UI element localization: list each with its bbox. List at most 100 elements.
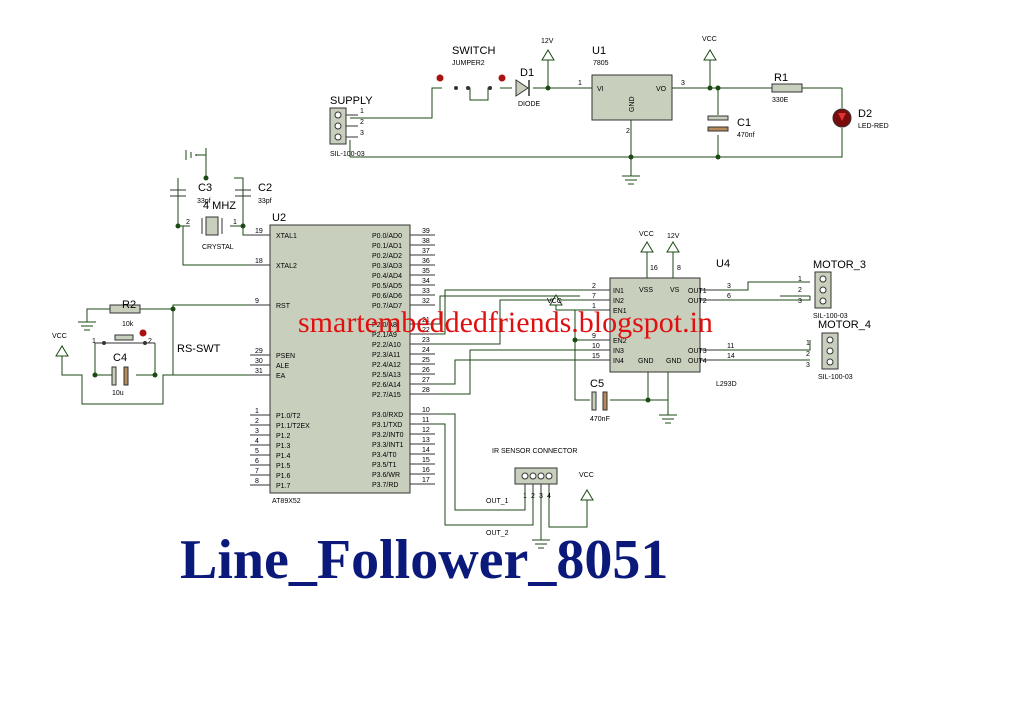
u4-left-pin-num: 2 — [592, 283, 596, 290]
u2-right-pin-num: 11 — [422, 417, 429, 424]
u4-pin8: 8 — [677, 265, 681, 272]
capacitor-c3: C3 33pf — [170, 182, 212, 205]
u2-right-pin-name: P3.0/RXD — [372, 412, 403, 419]
u2-left-pin-num: 29 — [255, 348, 263, 355]
u4-left-pin-num: 9 — [592, 333, 596, 340]
u2-right-pin-name: P2.5/A13 — [372, 372, 401, 379]
motor4-pin-3: 3 — [806, 362, 810, 369]
u1-pin-gnd: GND — [629, 96, 636, 112]
u2-right-pin-num: 32 — [422, 298, 430, 305]
u2-right-pin-num: 37 — [422, 248, 430, 255]
u2-right-pin-num: 26 — [422, 367, 430, 374]
power-vcc-top: VCC — [702, 36, 717, 61]
u2-right-pin-name: P2.4/A12 — [372, 362, 401, 369]
u4-right-pin-name: OUT4 — [688, 358, 707, 365]
supply-label: SUPPLY — [330, 95, 373, 107]
u2-right-pin-num: 27 — [422, 377, 430, 384]
u4-gnd-1: GND — [638, 358, 654, 365]
u4-right-pin-name: OUT2 — [688, 298, 707, 305]
u2-left-pin-num: 19 — [255, 228, 263, 235]
capacitor-c1: C1 470nf — [707, 115, 755, 139]
u2-right-pin-name: P3.4/T0 — [372, 452, 397, 459]
u4-left-pin-name: EN1 — [613, 308, 627, 315]
ir-label: IR SENSOR CONNECTOR — [492, 448, 577, 455]
reset-switch-p2: 2 — [148, 338, 152, 345]
motor3-part: SIL-100-03 — [813, 313, 848, 320]
c3-value: 33pf — [197, 198, 211, 205]
ir-sensor-connector: IR SENSOR CONNECTOR 1 2 3 4 OUT_1 OUT_2 — [486, 448, 577, 537]
r2-ref: R2 — [122, 299, 136, 311]
u4-left-pin-name: EN2 — [613, 338, 627, 345]
u2-right-pin-name: P3.7/RD — [372, 482, 398, 489]
u2-left-pin-name: P1.1/T2EX — [276, 423, 310, 430]
u2-left-pin-num: 4 — [255, 438, 259, 445]
u1-n2: 2 — [626, 128, 630, 135]
u2-right-pin-num: 25 — [422, 357, 430, 364]
motor4-pin-1: 1 — [806, 340, 810, 347]
watermark-text: smartembeddedfriends.blogspot.in — [298, 306, 713, 339]
power-12v-u4: 12V — [666, 233, 680, 278]
power-vcc-u4-left: VCC — [547, 294, 563, 306]
c4-ref: C4 — [113, 352, 127, 364]
c3-ref: C3 — [198, 182, 212, 194]
led-d2: D2 LED-RED — [832, 108, 889, 130]
u2-left-pin-name: XTAL1 — [276, 233, 297, 240]
reset-switch-label: RS-SWT — [177, 343, 221, 355]
u2-left-pin-num: 30 — [255, 358, 263, 365]
u2-right-pin-name: P3.3/INT1 — [372, 442, 404, 449]
u2-left-pin-name: P1.0/T2 — [276, 413, 301, 420]
u2-left-pin-num: 6 — [255, 458, 259, 465]
u2-right-pin-name: P2.2/A10 — [372, 342, 401, 349]
u2-right-pin-name: P0.4/AD4 — [372, 273, 402, 280]
c1-value: 470nf — [737, 132, 755, 139]
u1-pin-vo: VO — [656, 86, 667, 93]
u2-right-pin-name: P2.6/A14 — [372, 382, 401, 389]
u4-pin16: 16 — [650, 265, 658, 272]
u1-ref: U1 — [592, 45, 606, 57]
u2-part: AT89X52 — [272, 498, 301, 505]
u2-right-pin-num: 39 — [422, 228, 430, 235]
switch-jumper: SWITCH JUMPER2 — [436, 45, 506, 90]
u2-right-pin-name: P0.5/AD5 — [372, 283, 402, 290]
u4-vs: VS — [670, 287, 680, 294]
u4-left-pin-num: 10 — [592, 343, 600, 350]
r2-value: 10k — [122, 321, 134, 328]
switch-label: SWITCH — [452, 45, 495, 57]
ir-pin-3: 3 — [539, 493, 543, 500]
ir-pin-4: 4 — [547, 493, 551, 500]
r1-value: 330E — [772, 97, 789, 104]
u4-right-pin-num: 14 — [727, 353, 735, 360]
u2-right-pin-name: P3.5/T1 — [372, 462, 397, 469]
u2-left-pin-num: 1 — [255, 408, 259, 415]
ground-u4 — [659, 414, 677, 424]
u4-right-pin-name: OUT1 — [688, 288, 707, 295]
supply-pin-1: 1 — [360, 108, 364, 115]
u2-right-pin-num: 10 — [422, 407, 430, 414]
page-title: Line_Follower_8051 — [180, 529, 669, 591]
u1-n3: 3 — [681, 80, 685, 87]
u2-left-pin-num: 2 — [255, 418, 259, 425]
u2-right-pin-num: 35 — [422, 268, 430, 275]
u2-right-pin-num: 28 — [422, 387, 430, 394]
u2-left-pin-num: 3 — [255, 428, 259, 435]
u1-n1: 1 — [578, 80, 582, 87]
u2-left-pin-name: ALE — [276, 363, 290, 370]
reset-switch: RS-SWT 1 2 — [92, 329, 221, 355]
u2-right-pin-num: 15 — [422, 457, 430, 464]
motor-driver-u4: U4 L293D VSS VS GND GND 16 8 2IN17IN21EN… — [590, 258, 737, 388]
reset-switch-p1: 1 — [92, 338, 96, 345]
c1-ref: C1 — [737, 117, 751, 129]
motor4-connector: MOTOR_4 SIL-100-03 1 2 3 — [806, 319, 871, 381]
diode-d1: D1 DIODE — [515, 67, 541, 108]
u2-right-pin-name: P0.6/AD6 — [372, 293, 402, 300]
rail-12v-top: 12V — [541, 38, 554, 45]
c2-value: 33pf — [258, 198, 272, 205]
c2-ref: C2 — [258, 182, 272, 194]
power-vcc-left: VCC — [52, 333, 69, 357]
microcontroller-u2: U2 AT89X52 19XTAL118XTAL29RST29PSEN30ALE… — [250, 212, 435, 505]
crystal-p2: 2 — [186, 219, 190, 226]
u4-top-vcc: VCC — [639, 231, 654, 238]
regulator-u1: U1 7805 VI VO GND 1 2 3 — [578, 45, 685, 135]
